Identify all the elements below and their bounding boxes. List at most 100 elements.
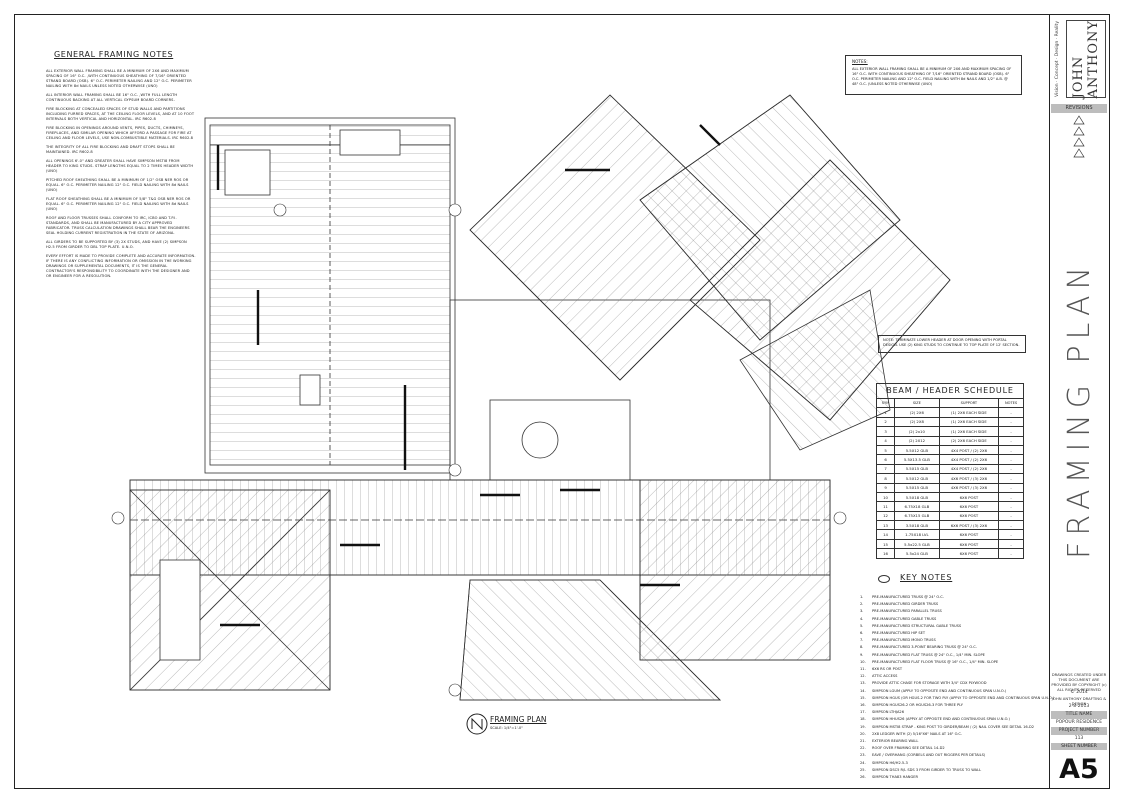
- north-arrow-icon: [466, 713, 488, 735]
- key-note-text: ROOF OVER FRAMING SEE DETAIL 14-D2: [872, 746, 945, 751]
- key-note-number: 16.: [860, 703, 866, 708]
- schedule-cell: -: [998, 510, 1024, 522]
- firm-tagline: Vision · Concept · Design · Reality: [1054, 21, 1060, 97]
- schedule-cell: 3.5X18 GLB: [894, 520, 940, 531]
- key-notes-list: 1.PRE-MANUFACTURED TRUSS @ 24" O.C.2.PRE…: [860, 594, 1054, 781]
- key-note-number: 2.: [860, 602, 864, 607]
- key-note-item: 17.SIMPSON LTHJA26: [860, 709, 1050, 716]
- schedule-cell: 6X6 POST: [938, 491, 1000, 503]
- title-block: [1049, 15, 1109, 788]
- key-note-number: 21.: [860, 739, 866, 744]
- key-note-number: 17.: [860, 710, 866, 715]
- key-note-item: 23.EAVE / OVERHANG (CORBELS AND OUT RIGG…: [860, 752, 1050, 759]
- schedule-row: 3(2) 2x10(1) 2X6 EACH SIDE-: [875, 426, 1024, 437]
- key-note-item: 4.PRE-MANUFACTURED GABLE TRUSS: [860, 616, 1050, 623]
- schedule-cell: 5.5x24 GLB: [894, 548, 940, 559]
- grid-markers: [111, 203, 847, 697]
- schedule-row: 1(2) 2X6(1) 2X6 EACH SIDE-: [875, 407, 1024, 418]
- schedule-cell: 5.5X13.5 GLB: [894, 454, 940, 465]
- schedule-col-header: SYM: [875, 397, 896, 409]
- schedule-cell: 5.5X12 GLB: [894, 444, 940, 456]
- beam-lines: [216, 124, 721, 627]
- schedule-cell: 7: [875, 463, 896, 475]
- key-note-symbol-icon: [878, 575, 890, 583]
- schedule-cell: (2) 2x10: [894, 426, 940, 437]
- general-note: ALL EXTERIOR WALL FRAMING SHALL BE A MIN…: [46, 69, 192, 88]
- schedule-cell: -: [998, 501, 1024, 512]
- beam-header-schedule: BEAM / HEADER SCHEDULE SYM SIZE SUPPORT …: [875, 383, 1024, 559]
- key-note-number: 25.: [860, 767, 866, 772]
- schedule-row: 2(2) 2X8(1) 2X6 EACH SIDE-: [875, 416, 1024, 428]
- copyright-year: © 2014: [1070, 690, 1088, 695]
- key-note-item: 13.PROVIDE ATTIC CHASE FOR STORAGE WITH …: [860, 680, 1050, 687]
- key-note-text: SIMPSON THA83 HANGER: [872, 775, 919, 780]
- schedule-col-header: SUPPORT: [938, 397, 1000, 409]
- schedule-cell: 6X6 POST: [938, 501, 1000, 512]
- schedule-cell: (2) 2X12: [894, 435, 940, 446]
- plan-title-label: FRAMING PLAN: [490, 715, 547, 724]
- center-region: [449, 299, 771, 481]
- general-note: FLAT ROOF SHEATHING SHALL BE A MINIMUM O…: [46, 197, 191, 211]
- notes-title: NOTES:: [852, 59, 868, 64]
- key-note-item: 20.2X8 LEDGER WITH (2) 5/16"X6" NAILS AT…: [860, 731, 1050, 738]
- general-note: ALL INTERIOR WALL FRAMING SHALL BE 16" O…: [46, 93, 178, 102]
- company-name: JOHN ANTHONY DRAFTING & DESIGN: [1051, 696, 1107, 706]
- project-name: POPOUR RESIDENCE: [1055, 720, 1103, 725]
- key-note-text: PRE-MANUFACTURED FLAT FLOOR TRUSS @ 16" …: [872, 659, 999, 664]
- key-note-item: 25.SIMPSON DSC5 R/L SDS 3 FROM GIRDER TO…: [860, 767, 1050, 774]
- schedule-cell: 5: [875, 444, 896, 456]
- title-name-label: TITLE NAME: [1051, 711, 1107, 719]
- schedule-cell: 6.75X15 GLB: [894, 510, 940, 522]
- key-note-item: 12.ATTIC ACCESS: [860, 673, 1050, 680]
- header-termination-note: NOTE: TERMINATE LOWER HEADER AT DOOR OPE…: [878, 335, 1026, 353]
- key-note-item: 2.PRE-MANUFACTURED GIRDER TRUSS: [860, 601, 1050, 608]
- exterior-wall-notes-box: NOTES: ALL EXTERIOR WALL FRAMING SHALL B…: [845, 55, 1022, 95]
- key-note-item: 24.SIMPSON H6/H2.5-3: [860, 760, 1050, 767]
- key-note-text: PRE-MANUFACTURED HIP SET: [872, 631, 926, 636]
- schedule-cell: -: [998, 491, 1024, 503]
- schedule-cell: -: [998, 538, 1024, 550]
- key-note-item: 8.PRE-MANUFACTURED 3-POINT BEARING TRUSS…: [860, 644, 1050, 651]
- schedule-cell: 8: [875, 473, 896, 484]
- schedule-cell: (1) 2X6 EACH SIDE: [938, 426, 1000, 437]
- schedule-cell: 2: [875, 416, 896, 428]
- key-note-number: 26.: [860, 775, 866, 780]
- schedule-cell: (2) 2X6: [894, 407, 940, 418]
- plan-scale: SCALE: 1/4"=1'-0": [490, 726, 523, 730]
- key-note-item: 1.PRE-MANUFACTURED TRUSS @ 24" O.C.: [860, 594, 1050, 601]
- general-note: EVERY EFFORT IS MADE TO PROVIDE COMPLETE…: [46, 254, 196, 278]
- general-note: FIRE BLOCKING AT CONCEALED SPACES OF STU…: [46, 107, 195, 121]
- schedule-cell: 10: [875, 491, 896, 503]
- key-note-item: 9.PRE-MANUFACTURED FLAT TRUSS @ 24" O.C.…: [860, 652, 1050, 659]
- key-note-number: 23.: [860, 753, 866, 758]
- schedule-cell: 12: [875, 510, 896, 522]
- schedule-cell: 6: [875, 454, 896, 465]
- schedule-cell: 3: [875, 426, 896, 437]
- schedule-cell: 6.75X18 GLB: [894, 501, 940, 512]
- schedule-cell: (1) 2X6 EACH SIDE: [938, 416, 1000, 428]
- northeast-wing-roof: [469, 94, 951, 451]
- schedule-cell: -: [998, 416, 1024, 428]
- key-note-item: 10.PRE-MANUFACTURED FLAT FLOOR TRUSS @ 1…: [860, 659, 1050, 666]
- key-note-item: 5.PRE-MANUFACTURED STRUCTURAL GABLE TRUS…: [860, 623, 1050, 630]
- schedule-col-header: NOTES: [998, 397, 1024, 409]
- key-note-text: PRE-MANUFACTURED STRUCTURAL GABLE TRUSS: [872, 623, 962, 628]
- revision-triangles: [1073, 115, 1085, 158]
- schedule-cell: 11: [875, 501, 896, 512]
- schedule-cell: (2) 2X8: [894, 416, 940, 428]
- schedule-cell: -: [998, 435, 1024, 446]
- key-note-number: 12.: [860, 674, 866, 679]
- schedule-title: BEAM / HEADER SCHEDULE: [876, 383, 1024, 398]
- key-note-number: 9.: [860, 652, 864, 657]
- key-note-text: SIMPSON LGUM (APPLY TO OPPOSITE END AND …: [872, 688, 1007, 693]
- key-note-number: 20.: [860, 731, 866, 736]
- key-note-text: PRE-MANUFACTURED TRUSS @ 24" O.C.: [872, 595, 944, 599]
- schedule-table: SYM SIZE SUPPORT NOTES 1(2) 2X6(1) 2X6 E…: [875, 397, 1024, 559]
- key-note-item: 7.PRE-MANUFACTURED MONO TRUSS: [860, 637, 1050, 644]
